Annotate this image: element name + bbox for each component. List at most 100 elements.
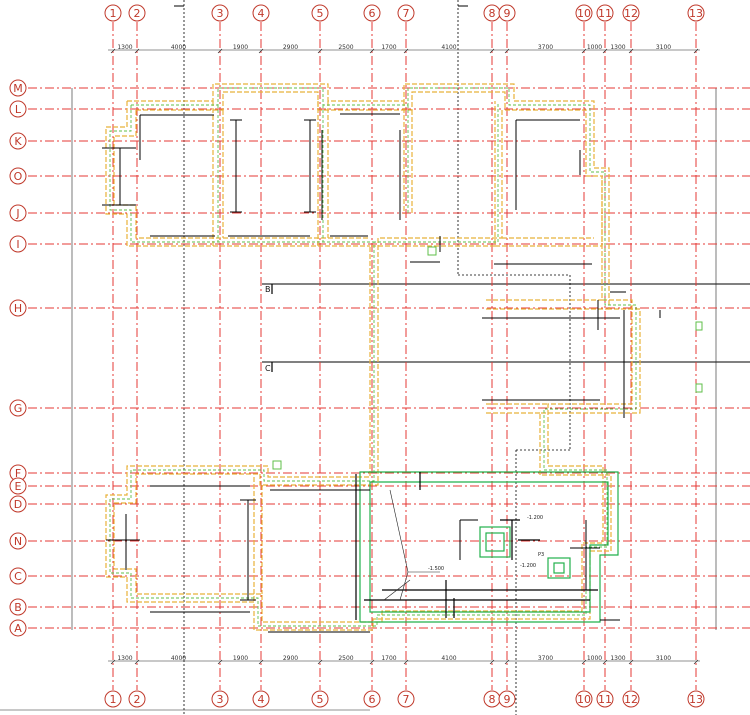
dims-top-9: 1300 xyxy=(610,44,625,51)
axis-bubble-bottom-2: 2 xyxy=(128,690,146,708)
dims-bottom-tick xyxy=(489,659,495,665)
axis-bubble-top-6-circle xyxy=(363,4,381,22)
axis-bubble-top-12: 12 xyxy=(622,4,640,22)
axis-bubble-top-10-circle xyxy=(575,4,593,22)
axis-bubble-bottom-1-label: 1 xyxy=(110,693,117,706)
dims-top-tick xyxy=(581,48,587,54)
axis-bubble-row-I-label: I xyxy=(16,238,19,251)
axis-bubble-top-10-label: 10 xyxy=(577,7,591,20)
axis-bubble-bottom-7-label: 7 xyxy=(403,693,410,706)
axis-bubble-row-I: I xyxy=(9,235,27,253)
axis-bubble-bottom-1-circle xyxy=(104,690,122,708)
dims-top-tick xyxy=(134,48,140,54)
dims-top-5: 1700 xyxy=(381,44,396,51)
axis-bubble-row-G-circle xyxy=(9,399,27,417)
axis-bubble-row-I-circle xyxy=(9,235,27,253)
dims-top-tick xyxy=(258,48,264,54)
axis-bubble-bottom-10: 10 xyxy=(575,690,593,708)
axis-bubble-top-8-label: 8 xyxy=(489,7,496,20)
axis-bubble-top-10: 10 xyxy=(575,4,593,22)
dims-bottom-3: 2900 xyxy=(283,655,298,662)
axis-bubble-row-C-circle xyxy=(9,567,27,585)
axis-bubble-top-6-label: 6 xyxy=(369,7,376,20)
dims-top-tick xyxy=(369,48,375,54)
axis-bubble-top-5: 5 xyxy=(311,4,329,22)
dims-bottom-0: 1300 xyxy=(117,655,132,662)
dims-bottom-tick xyxy=(258,659,264,665)
axis-bubble-top-7-label: 7 xyxy=(403,7,410,20)
axis-bubble-row-M-label: M xyxy=(13,82,23,95)
axis-bubble-top-4-circle xyxy=(252,4,270,22)
axis-bubble-row-D: D xyxy=(9,495,27,513)
dims-top-tick xyxy=(110,48,116,54)
axis-bubble-top-12-circle xyxy=(622,4,640,22)
axis-bubble-top-2-circle xyxy=(128,4,146,22)
axis-bubble-top-1: 1 xyxy=(104,4,122,22)
axis-bubble-top-7: 7 xyxy=(397,4,415,22)
axis-bubble-top-1-label: 1 xyxy=(110,7,117,20)
footing-lines xyxy=(102,113,661,633)
section-mark-b: B xyxy=(265,285,271,294)
axis-bubble-row-M: M xyxy=(9,79,27,97)
level-note-2: -1.200 xyxy=(520,563,536,569)
dims-top-tick xyxy=(628,48,634,54)
axis-bubble-bottom-3-label: 3 xyxy=(217,693,224,706)
axis-bubble-bottom-12-label: 12 xyxy=(624,693,638,706)
dims-bottom-tick xyxy=(110,659,116,665)
axis-bubble-bottom-2-circle xyxy=(128,690,146,708)
axis-bubble-bottom-4-label: 4 xyxy=(258,693,265,706)
dims-bottom-4: 2500 xyxy=(338,655,353,662)
foundation-walls xyxy=(105,83,641,631)
axis-bubble-bottom-13-circle xyxy=(687,690,705,708)
axis-bubble-row-H: H xyxy=(9,299,27,317)
dims-top-8: 1000 xyxy=(587,44,602,51)
dims-bottom-8: 1000 xyxy=(587,655,602,662)
axis-bubble-bottom-9: 9 xyxy=(498,690,516,708)
axis-bubble-top-2: 2 xyxy=(128,4,146,22)
axis-bubble-bottom-2-label: 2 xyxy=(134,693,141,706)
dims-top-tick xyxy=(317,48,323,54)
axis-bubble-bottom-10-label: 10 xyxy=(577,693,591,706)
axis-bubble-row-O-circle xyxy=(9,167,27,185)
axis-bubble-row-K-label: K xyxy=(14,135,22,148)
axis-bubble-bottom-11: 11 xyxy=(596,690,614,708)
dims-top-2: 1900 xyxy=(233,44,248,51)
axis-bubble-bottom-10-circle xyxy=(575,690,593,708)
axis-bubble-row-K: K xyxy=(9,132,27,150)
dims-top-tick xyxy=(693,48,699,54)
axis-bubble-top-12-label: 12 xyxy=(624,7,638,20)
axis-bubble-row-H-circle xyxy=(9,299,27,317)
axis-bubble-row-C-label: C xyxy=(14,570,22,583)
axis-bubble-bottom-5-circle xyxy=(311,690,329,708)
axis-bubble-bottom-11-label: 11 xyxy=(598,693,612,706)
axis-bubble-top-11-label: 11 xyxy=(598,7,612,20)
dims-bottom-tick xyxy=(628,659,634,665)
axis-bubble-row-L-label: L xyxy=(15,103,22,116)
axis-bubble-top-11-circle xyxy=(596,4,614,22)
axis-bubble-row-B-label: B xyxy=(14,601,22,614)
axis-bubble-top-13-label: 13 xyxy=(689,7,703,20)
axis-bubble-row-K-circle xyxy=(9,132,27,150)
axis-bubble-row-N-circle xyxy=(9,532,27,550)
axis-bubble-top-11: 11 xyxy=(596,4,614,22)
dims-top-6: 4100 xyxy=(441,44,456,51)
axis-bubble-top-13-circle xyxy=(687,4,705,22)
axis-bubble-row-N: N xyxy=(9,532,27,550)
axis-bubble-bottom-9-label: 9 xyxy=(504,693,511,706)
axis-bubble-bottom-6-label: 6 xyxy=(369,693,376,706)
axis-bubble-row-H-label: H xyxy=(14,302,22,315)
axis-bubble-top-4-label: 4 xyxy=(258,7,265,20)
dims-bottom-tick xyxy=(581,659,587,665)
axis-bubble-top-3-circle xyxy=(211,4,229,22)
axis-bubble-row-E-circle xyxy=(9,477,27,495)
dims-bottom-2: 1900 xyxy=(233,655,248,662)
dims-top-tick xyxy=(602,48,608,54)
section-mark-c: C xyxy=(265,364,271,373)
level-note-1: -1.200 xyxy=(527,515,543,521)
axis-bubble-row-J: J xyxy=(9,204,27,222)
axis-bubble-row-M-circle xyxy=(9,79,27,97)
